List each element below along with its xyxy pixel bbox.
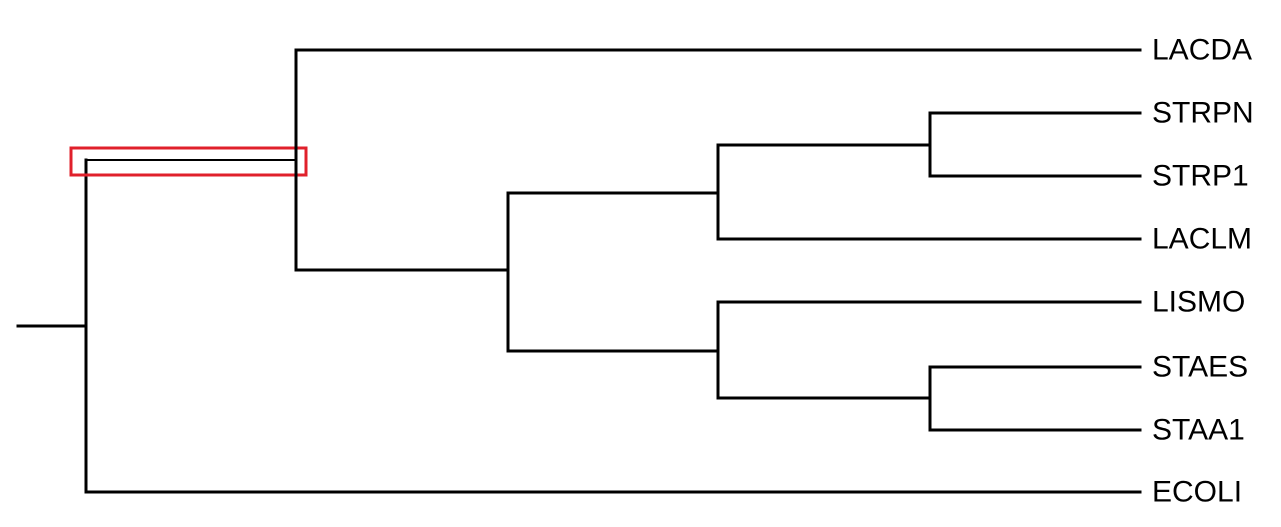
- leaf-label-staes: STAES: [1152, 351, 1248, 384]
- leaf-label-lismo: LISMO: [1152, 286, 1245, 319]
- highlight-box[interactable]: [69, 146, 308, 177]
- leaf-label-strpn: STRPN: [1152, 97, 1254, 130]
- leaf-label-ecoli: ECOLI: [1152, 476, 1242, 509]
- leaf-label-laclm: LACLM: [1152, 223, 1252, 256]
- leaf-label-lacda: LACDA: [1152, 34, 1252, 67]
- leaf-label-staa1: STAA1: [1152, 414, 1245, 447]
- leaf-label-strp1: STRP1: [1152, 160, 1249, 193]
